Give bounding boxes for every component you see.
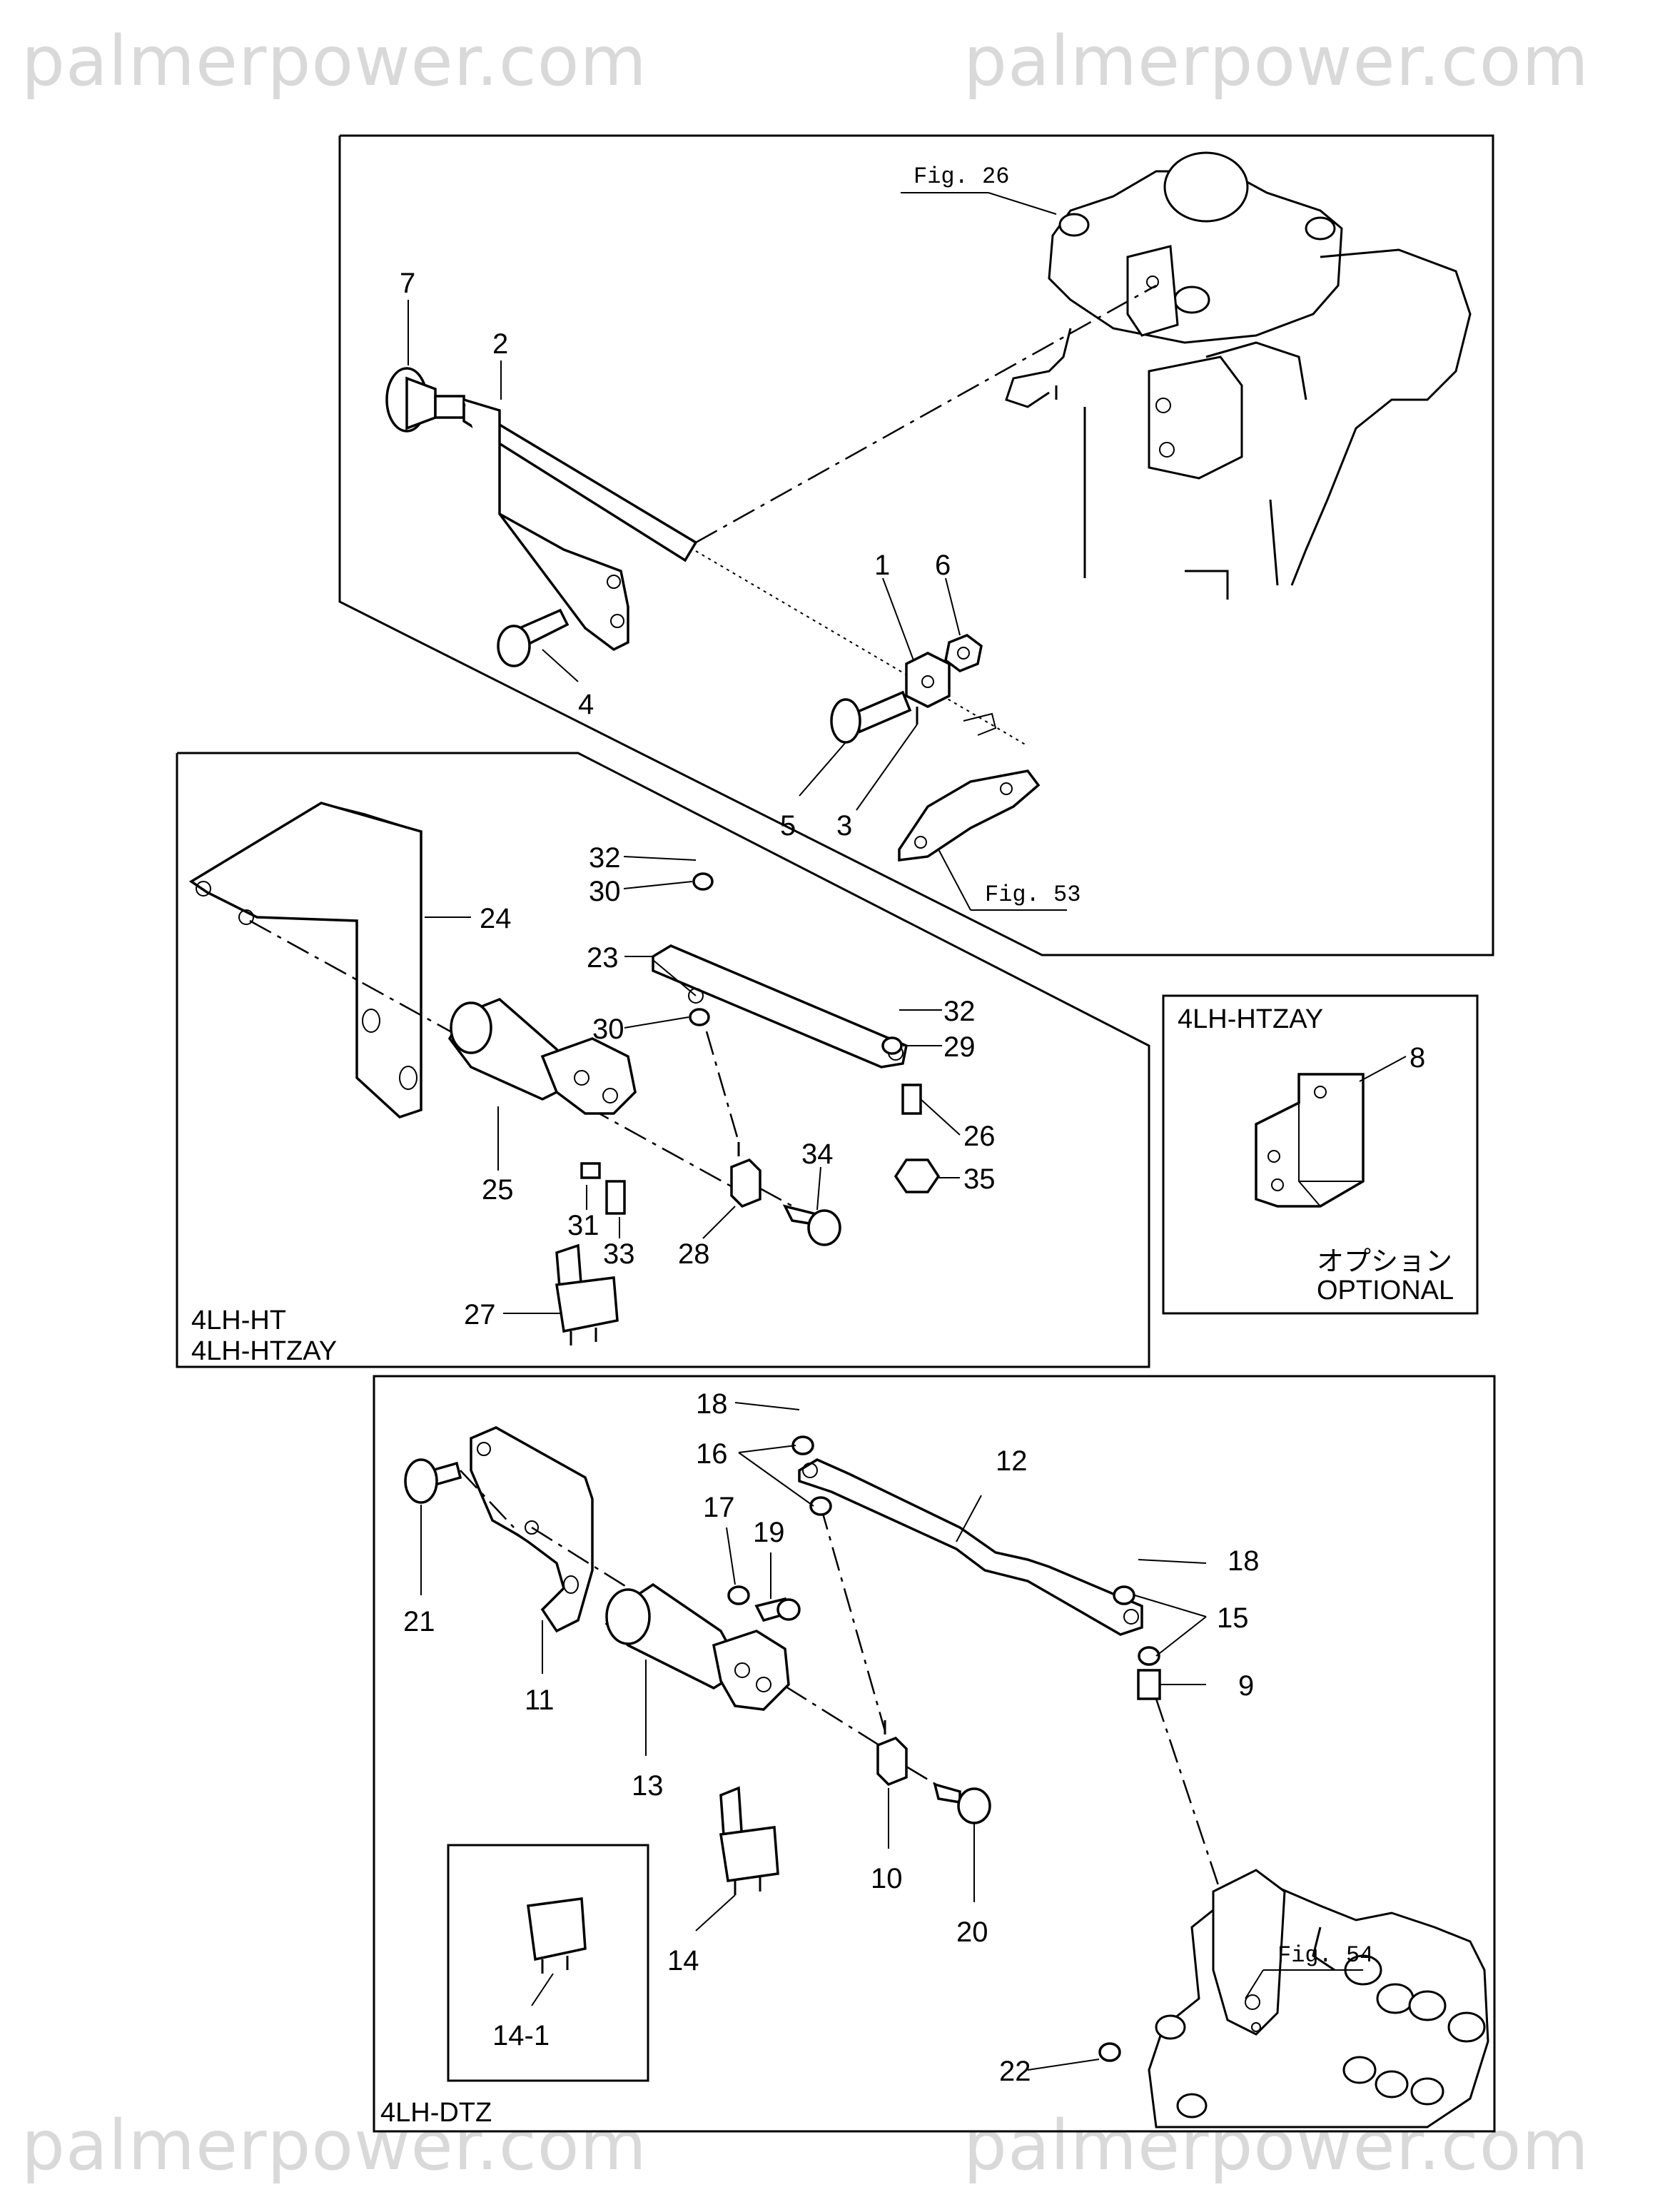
solenoid-13 <box>604 1582 790 1711</box>
bracket-8 <box>1255 1073 1365 1208</box>
bolt-34 <box>782 1204 841 1246</box>
callout-34: 34 <box>801 1138 834 1170</box>
callout-14: 14 <box>667 1945 699 1976</box>
callout-18b: 18 <box>1228 1545 1260 1577</box>
callout-22: 22 <box>999 2056 1031 2087</box>
callout-20: 20 <box>956 1916 988 1948</box>
stop-lever-fig53 <box>898 712 1041 862</box>
clevis-28 <box>730 1142 761 1208</box>
bottom-panel: Fig. 54 18 16 12 17 19 18 15 9 21 11 13 … <box>373 1375 1496 2133</box>
callout-35: 35 <box>963 1163 996 1195</box>
optional-model-label: 4LH-HTZAY <box>1178 1004 1323 1034</box>
callout-4: 4 <box>578 689 594 720</box>
link-rod-23 <box>652 944 908 1069</box>
callout-7: 7 <box>400 268 415 299</box>
bracket-11 <box>470 1426 594 1633</box>
middle-panel: 32 30 24 23 30 32 29 26 34 35 25 31 33 2… <box>176 752 1150 1368</box>
bracket-24 <box>188 802 422 1118</box>
clevis-10 <box>876 1720 908 1787</box>
watermark-bottom-left: palmerpower.com <box>21 2106 647 2186</box>
callout-33: 33 <box>603 1238 635 1270</box>
callout-12: 12 <box>996 1445 1028 1477</box>
callout-28: 28 <box>678 1238 710 1270</box>
callout-17: 17 <box>703 1492 735 1523</box>
callout-31: 31 <box>567 1210 599 1241</box>
callout-9: 9 <box>1238 1670 1254 1702</box>
relay-14 <box>719 1786 779 1895</box>
optional-panel: 4LH-HTZAY 8 オプション OPTIONAL <box>1162 994 1479 1315</box>
callout-1: 1 <box>874 550 890 581</box>
fig-ref-26: Fig. 26 <box>914 163 1009 190</box>
callout-13: 13 <box>632 1770 664 1802</box>
callout-18a: 18 <box>696 1388 728 1420</box>
clamp-1 <box>905 652 951 724</box>
solenoid-25 <box>447 997 637 1115</box>
callout-30b: 30 <box>592 1014 624 1045</box>
link-rod-12 <box>798 1458 1143 1636</box>
model-label-4lh-dtz: 4LH-DTZ <box>380 2098 492 2128</box>
callout-6: 6 <box>935 550 951 581</box>
top-panel: Fig. 26 <box>338 134 1494 956</box>
callout-30a: 30 <box>589 876 621 907</box>
callout-32a: 32 <box>589 842 621 874</box>
fig-ref-54: Fig. 54 <box>1277 1942 1373 1969</box>
callout-24: 24 <box>480 903 512 934</box>
callout-14-1: 14-1 <box>492 2020 550 2051</box>
callout-3: 3 <box>836 810 852 842</box>
callout-23: 23 <box>587 942 619 974</box>
small-parts-bottom <box>727 1435 1161 2062</box>
optional-note-jp: オプション <box>1317 1247 1452 1277</box>
callout-27: 27 <box>464 1299 496 1330</box>
callout-8: 8 <box>1410 1042 1425 1074</box>
callout-5: 5 <box>780 810 796 842</box>
bolt-21 <box>404 1458 462 1504</box>
optional-panel-border <box>1162 994 1479 1315</box>
engine-outline-bottom <box>1148 1869 1489 2128</box>
bolt-4 <box>497 608 570 667</box>
watermark-top-right: palmerpower.com <box>963 21 1589 101</box>
relay-14-1 <box>527 1897 587 1974</box>
middle-panel-border <box>176 752 1150 1368</box>
callout-32b: 32 <box>943 996 976 1027</box>
engine-outline-top <box>1005 151 1472 600</box>
callout-10: 10 <box>871 1863 903 1894</box>
small-parts-middle <box>580 872 941 1215</box>
callout-25: 25 <box>482 1174 514 1206</box>
callout-11: 11 <box>525 1685 555 1716</box>
callout-21: 21 <box>403 1606 435 1637</box>
callout-2: 2 <box>492 328 508 360</box>
top-panel-border <box>338 134 1494 956</box>
optional-note-en: OPTIONAL <box>1317 1276 1454 1306</box>
model-label-4lh-ht: 4LH-HT <box>191 1306 286 1335</box>
bolt-5 <box>830 690 912 744</box>
inset-14-1-border <box>447 1844 649 2082</box>
watermark-top-left: palmerpower.com <box>21 21 647 101</box>
callout-29: 29 <box>943 1031 976 1063</box>
callout-19: 19 <box>753 1517 785 1548</box>
bottom-panel-border <box>373 1375 1496 2133</box>
nut-6 <box>944 634 983 672</box>
relay-27 <box>555 1243 619 1345</box>
fig-ref-53: Fig. 53 <box>985 882 1081 908</box>
callout-26: 26 <box>963 1121 996 1152</box>
callout-16: 16 <box>696 1438 728 1470</box>
bolt-20 <box>933 1782 991 1824</box>
cable-assembly <box>385 284 1157 747</box>
model-label-4lh-htzay: 4LH-HTZAY <box>191 1336 337 1366</box>
callout-15: 15 <box>1217 1602 1249 1634</box>
